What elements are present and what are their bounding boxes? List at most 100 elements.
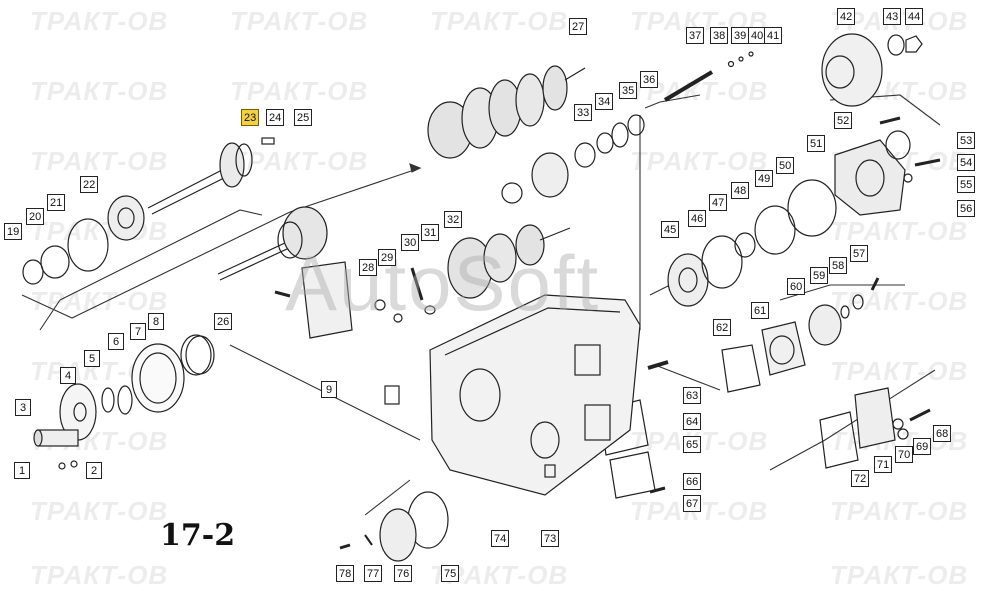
bolt-part [870, 277, 880, 291]
seal-part [885, 130, 911, 160]
ring-part [627, 114, 645, 136]
pin-part [364, 534, 373, 546]
washer-part [596, 132, 614, 154]
callout-58[interactable]: 58 [829, 257, 848, 274]
callout-44[interactable]: 44 [905, 8, 924, 25]
callout-9[interactable]: 9 [321, 381, 337, 398]
callout-57[interactable]: 57 [850, 245, 869, 262]
callout-47[interactable]: 47 [709, 194, 728, 211]
callout-35[interactable]: 35 [619, 82, 638, 99]
callout-60[interactable]: 60 [787, 278, 806, 295]
callout-27[interactable]: 27 [569, 18, 588, 35]
callout-63[interactable]: 63 [683, 387, 702, 404]
callout-41[interactable]: 41 [764, 27, 783, 44]
callout-39[interactable]: 39 [731, 27, 750, 44]
callout-68[interactable]: 68 [933, 425, 952, 442]
callout-40[interactable]: 40 [748, 27, 767, 44]
callout-50[interactable]: 50 [776, 157, 795, 174]
callout-5[interactable]: 5 [84, 350, 100, 367]
bearing-part [40, 245, 70, 279]
bolt-part [649, 486, 666, 494]
callout-59[interactable]: 59 [810, 267, 829, 284]
callout-26[interactable]: 26 [214, 313, 233, 330]
callout-69[interactable]: 69 [913, 438, 932, 455]
bearing-part [611, 122, 629, 148]
callout-19[interactable]: 19 [4, 223, 23, 240]
washer-part [424, 305, 436, 315]
callout-21[interactable]: 21 [47, 194, 66, 211]
callout-77[interactable]: 77 [364, 565, 383, 582]
callout-76[interactable]: 76 [394, 565, 413, 582]
callout-3[interactable]: 3 [15, 399, 31, 416]
callout-8[interactable]: 8 [148, 313, 164, 330]
watermark: ТРАКТ-ОВ [630, 146, 769, 176]
callout-55[interactable]: 55 [957, 176, 976, 193]
callout-31[interactable]: 31 [421, 224, 440, 241]
callout-65[interactable]: 65 [683, 436, 702, 453]
callout-4[interactable]: 4 [60, 367, 76, 384]
callout-32[interactable]: 32 [444, 211, 463, 228]
callout-20[interactable]: 20 [26, 208, 45, 225]
callout-75[interactable]: 75 [441, 565, 460, 582]
callout-74[interactable]: 74 [491, 530, 510, 547]
callout-28[interactable]: 28 [359, 259, 378, 276]
input-shaft-part [147, 142, 253, 215]
watermark: ТРАКТ-ОВ [30, 76, 169, 106]
callout-6[interactable]: 6 [108, 333, 124, 350]
callout-52[interactable]: 52 [834, 112, 853, 129]
key-part [261, 137, 275, 145]
callout-71[interactable]: 71 [874, 456, 893, 473]
callout-78[interactable]: 78 [336, 565, 355, 582]
callout-73[interactable]: 73 [541, 530, 560, 547]
shaft-part [663, 70, 714, 102]
callout-36[interactable]: 36 [640, 71, 659, 88]
seal-part [117, 385, 133, 415]
callout-70[interactable]: 70 [895, 446, 914, 463]
callout-45[interactable]: 45 [661, 221, 680, 238]
callout-51[interactable]: 51 [807, 135, 826, 152]
callout-24[interactable]: 24 [266, 109, 285, 126]
bearing-part [574, 142, 596, 168]
callout-33[interactable]: 33 [574, 104, 593, 121]
washer-part [501, 182, 523, 204]
cover-part [379, 508, 417, 562]
watermark: ТРАКТ-ОВ [230, 6, 369, 36]
callout-7[interactable]: 7 [130, 323, 146, 340]
callout-23-highlighted[interactable]: 23 [241, 109, 260, 126]
ball-part [748, 51, 754, 57]
plug-part [544, 464, 556, 478]
callout-49[interactable]: 49 [755, 170, 774, 187]
callout-61[interactable]: 61 [751, 302, 770, 319]
callout-25[interactable]: 25 [294, 109, 313, 126]
callout-53[interactable]: 53 [957, 132, 976, 149]
callout-30[interactable]: 30 [401, 234, 420, 251]
callout-67[interactable]: 67 [683, 495, 702, 512]
callout-66[interactable]: 66 [683, 473, 702, 490]
callout-56[interactable]: 56 [957, 200, 976, 217]
snap-ring-part [701, 235, 743, 289]
watermark: ТРАКТ-ОВ [230, 76, 369, 106]
ring-part [754, 205, 796, 255]
washer-part [892, 418, 904, 430]
callout-54[interactable]: 54 [957, 154, 976, 171]
callout-42[interactable]: 42 [837, 8, 856, 25]
callout-37[interactable]: 37 [686, 27, 705, 44]
seal-part [22, 259, 44, 285]
callout-29[interactable]: 29 [378, 249, 397, 266]
callout-1[interactable]: 1 [14, 462, 30, 479]
ring-part [180, 334, 212, 376]
bearing-part [107, 195, 145, 241]
callout-64[interactable]: 64 [683, 413, 702, 430]
callout-34[interactable]: 34 [595, 93, 614, 110]
gasket-part [819, 411, 859, 469]
callout-46[interactable]: 46 [688, 210, 707, 227]
callout-48[interactable]: 48 [731, 182, 750, 199]
callout-2[interactable]: 2 [86, 462, 102, 479]
callout-22[interactable]: 22 [80, 176, 99, 193]
watermark: ТРАКТ-ОВ [830, 356, 969, 386]
callout-43[interactable]: 43 [883, 8, 902, 25]
callout-62[interactable]: 62 [713, 319, 732, 336]
callout-38[interactable]: 38 [710, 27, 729, 44]
callout-72[interactable]: 72 [851, 470, 870, 487]
